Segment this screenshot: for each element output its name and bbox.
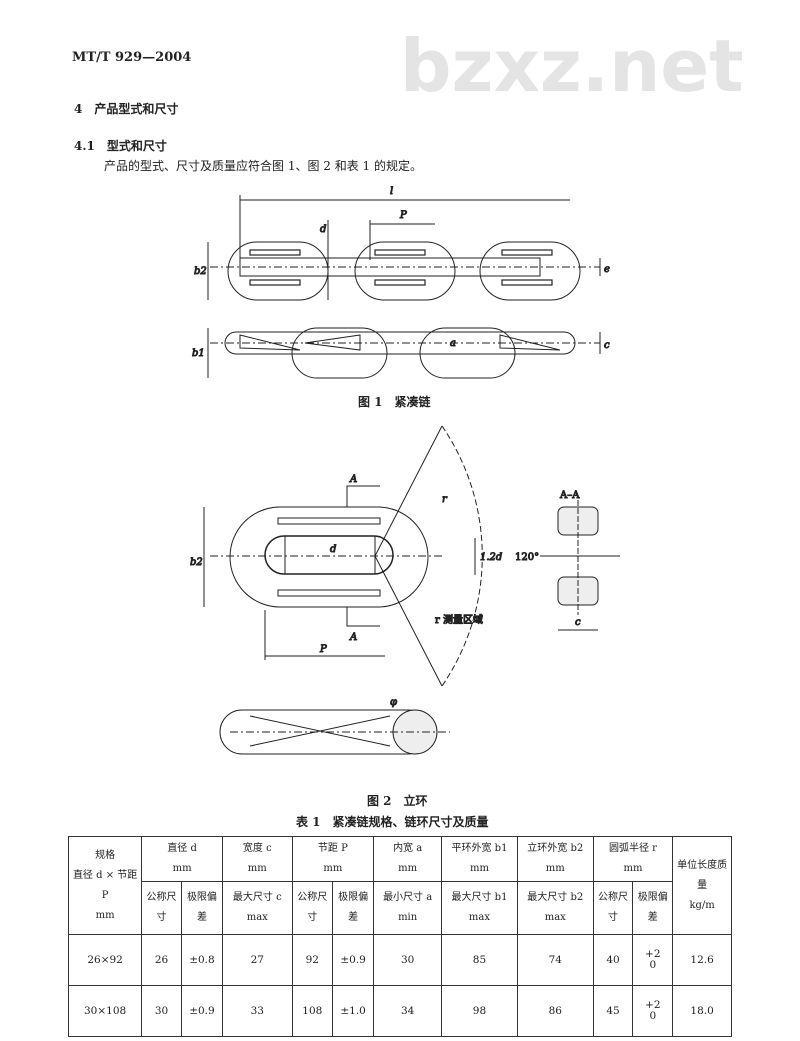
label-e: e xyxy=(604,264,610,275)
cell: 26 xyxy=(141,934,182,986)
figure-2-vertical-link: d b2 A A 120° 1.2d r r 测量区域 P A–A c φ xyxy=(190,425,620,755)
label-phi: φ xyxy=(390,697,397,708)
cell: 12.6 xyxy=(672,934,732,986)
label-d: d xyxy=(330,544,336,555)
cell: 98 xyxy=(441,985,518,1037)
cell: 30×108 xyxy=(67,985,143,1037)
label-a: a xyxy=(450,338,456,349)
watermark: bzxz.net xyxy=(400,24,744,108)
label-b1: b1 xyxy=(192,348,205,359)
cell: 34 xyxy=(373,985,443,1037)
subheader: 极限偏差 xyxy=(632,881,674,935)
cell: 92 xyxy=(291,934,334,986)
subsection-heading: 4.1 型式和尺寸 xyxy=(74,139,167,153)
figure-1-compact-chain: l P b2 d e b1 c a xyxy=(192,186,611,379)
subheader: 最大尺寸 b2 max xyxy=(516,881,594,935)
cell: 18.0 xyxy=(672,985,732,1037)
cell: 74 xyxy=(516,934,594,986)
cell: ±0.9 xyxy=(180,985,224,1037)
label-b2: b2 xyxy=(194,266,207,277)
section-heading: 4 产品型式和尺寸 xyxy=(74,102,179,116)
label-d: d xyxy=(320,224,326,235)
cell: 30 xyxy=(141,985,182,1037)
subheader: 最大尺寸 b1 max xyxy=(441,881,518,935)
label-r-zone: r 测量区域 xyxy=(435,613,483,626)
cell: ±0.9 xyxy=(332,934,375,986)
label-l: l xyxy=(390,186,393,197)
cell: ±1.0 xyxy=(332,985,375,1037)
figure-2-caption: 图 2 立环 xyxy=(367,794,428,808)
label-angle: 120° xyxy=(515,552,539,563)
cell: 27 xyxy=(222,934,293,986)
label-section-bottom: A xyxy=(349,632,357,643)
cell: 40 xyxy=(592,934,634,986)
subheader: 公称尺寸 xyxy=(592,881,634,935)
label-c: c xyxy=(604,340,610,351)
label-r: r xyxy=(442,494,448,505)
cell: 30 xyxy=(373,934,443,986)
subheader: 公称尺寸 xyxy=(141,881,182,935)
cell: 85 xyxy=(441,934,518,986)
label-section-top: A xyxy=(349,474,357,485)
label-P: P xyxy=(319,644,327,655)
cell: 108 xyxy=(291,985,334,1037)
standard-number: MT/T 929—2004 xyxy=(72,50,192,65)
cell: 45 xyxy=(592,985,634,1037)
table-1-title: 表 1 紧凑链规格、链环尺寸及质量 xyxy=(296,815,489,829)
label-height: 1.2d xyxy=(480,552,502,563)
subheader: 公称尺寸 xyxy=(291,881,334,935)
label-P: P xyxy=(399,210,407,221)
table-row: 30×108 30 ±0.9 33 108 ±1.0 34 98 86 45 +… xyxy=(67,985,732,1037)
label-c: c xyxy=(575,617,581,628)
subheader: 最大尺寸 c max xyxy=(222,881,293,935)
paragraph: 产品的型式、尺寸及质量应符合图 1、图 2 和表 1 的规定。 xyxy=(104,159,422,173)
label-b2: b2 xyxy=(190,557,203,568)
subheader: 极限偏差 xyxy=(180,881,224,935)
cell: 33 xyxy=(222,985,293,1037)
figure-1-caption: 图 1 紧凑链 xyxy=(358,395,431,409)
label-section-view: A–A xyxy=(559,490,580,501)
cell: 26×92 xyxy=(67,934,143,986)
cell: 86 xyxy=(516,985,594,1037)
subheader: 极限偏差 xyxy=(332,881,375,935)
cell: ±0.8 xyxy=(180,934,224,986)
subheader: 最小尺寸 a min xyxy=(373,881,443,935)
table-subheader-row: 公称尺寸 极限偏差 最大尺寸 c max 公称尺寸 极限偏差 最小尺寸 a mi… xyxy=(69,881,732,935)
